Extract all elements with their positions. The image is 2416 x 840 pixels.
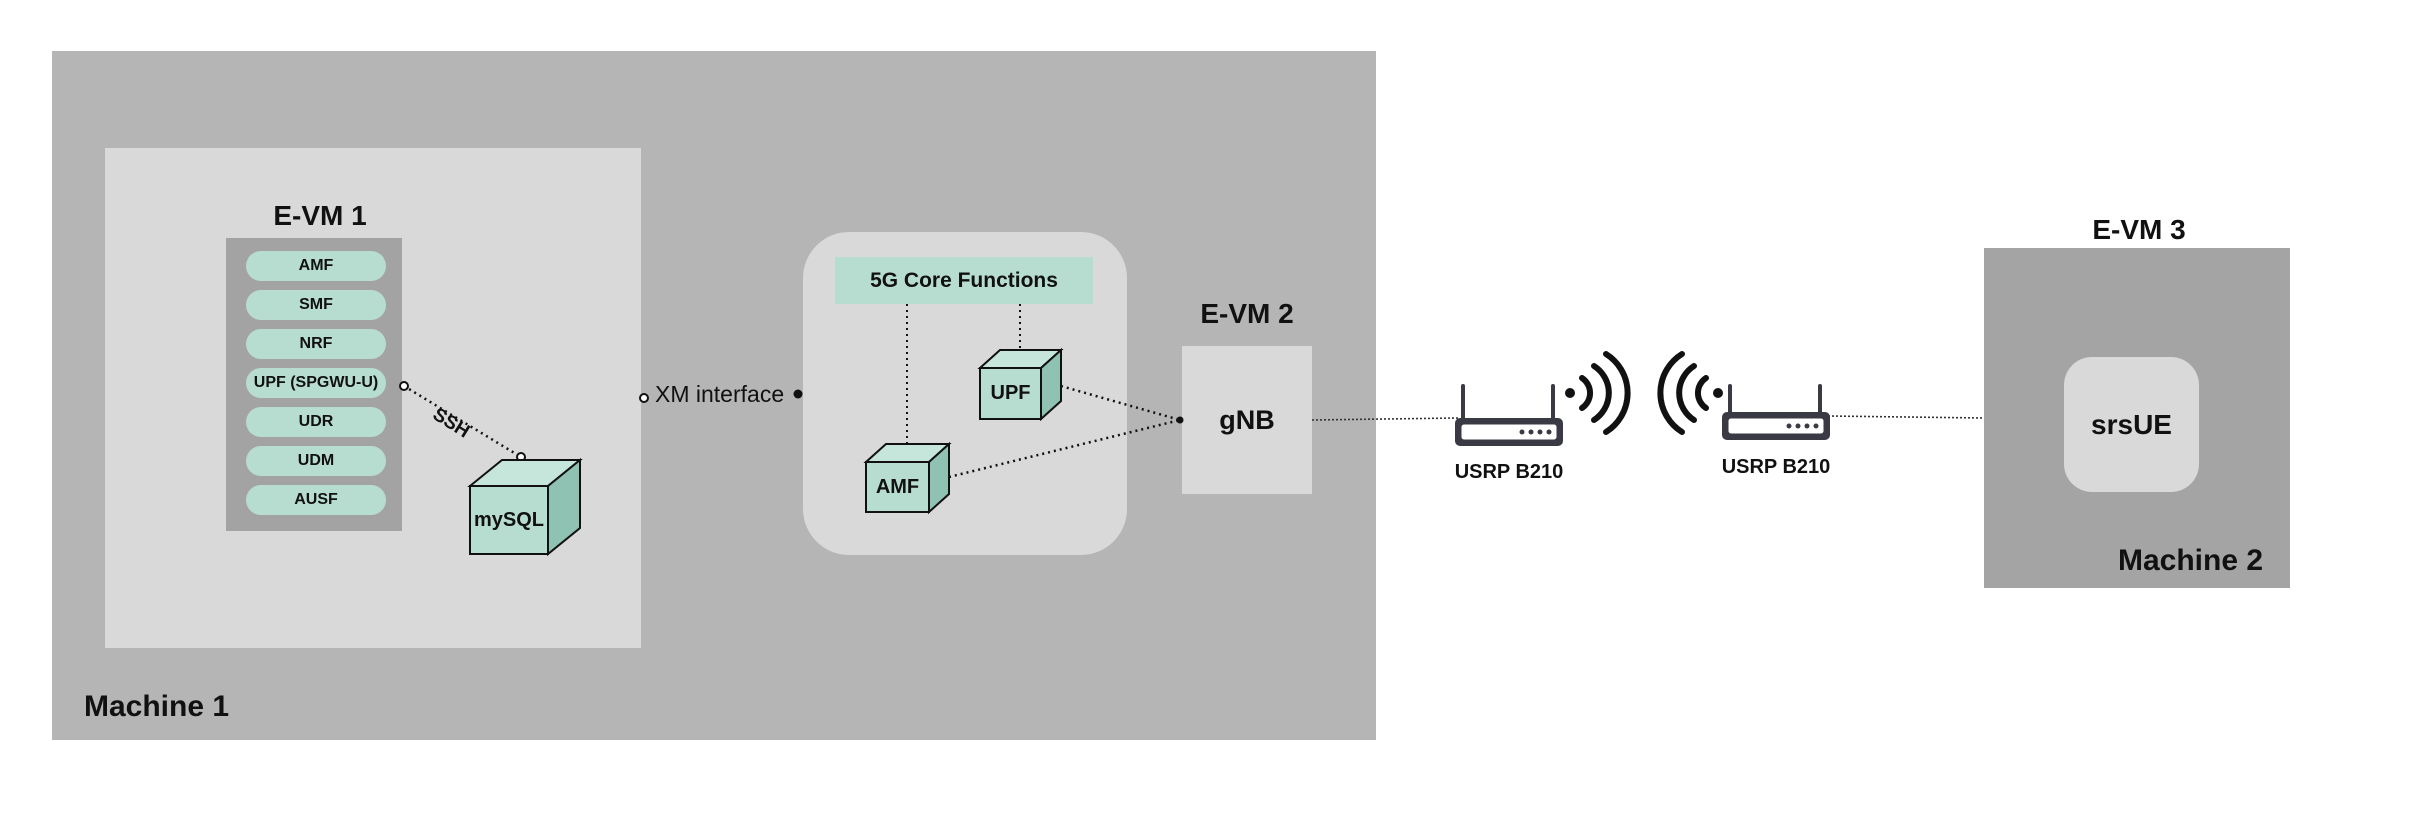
evm-2-title: E-VM 2 [1200,298,1294,329]
usrp-left-label: USRP B210 [1454,461,1564,483]
wireless-signal-right-icon [1565,351,1631,435]
usrp-to-ue-line [1827,415,1985,419]
nf-pill-udr: UDR [246,407,386,437]
nf-pill-udm: UDM [246,446,386,476]
nf-pill-amf: AMF [246,251,386,281]
mysql-cube-icon [467,457,583,557]
core-functions-title: 5G Core Functions [835,257,1093,304]
upf-cube-label: UPF [990,382,1031,404]
nf-pill-smf: SMF [246,290,386,320]
xm-interface-endpoint-left [639,393,649,403]
gnb-link-endpoint [1176,416,1184,424]
upf-to-gnb-line [1060,384,1181,422]
amf-cube-label: AMF [875,476,920,498]
amf-to-gnb-line [948,418,1181,479]
xm-interface-endpoint-right [793,389,803,399]
wireless-signal-left-icon [1657,351,1723,435]
machine-2-label: Machine 2 [2118,544,2264,577]
usrp-router-left-icon [1455,384,1563,446]
evm-1-title: E-VM 1 [273,200,367,231]
evm-3-title: E-VM 3 [2092,214,2186,245]
gnb-node: gNB [1182,346,1312,494]
usrp-right-label: USRP B210 [1721,456,1831,478]
gnb-to-usrp-line [1311,417,1459,421]
network-functions-panel: AMF SMF NRF UPF (SPGWU-U) UDR UDM AUSF [226,238,402,531]
xm-interface-label: XM interface [655,381,785,407]
nf-pill-nrf: NRF [246,329,386,359]
srsue-node: srsUE [2064,357,2199,492]
nf-pill-ausf: AUSF [246,485,386,515]
usrp-router-right-icon [1722,384,1830,440]
amf-cube-icon [863,441,952,515]
machine-1-label: Machine 1 [84,690,230,723]
upf-cube-icon [977,347,1064,422]
mysql-label: mySQL [473,509,545,531]
nf-pill-upf: UPF (SPGWU-U) [246,368,386,398]
